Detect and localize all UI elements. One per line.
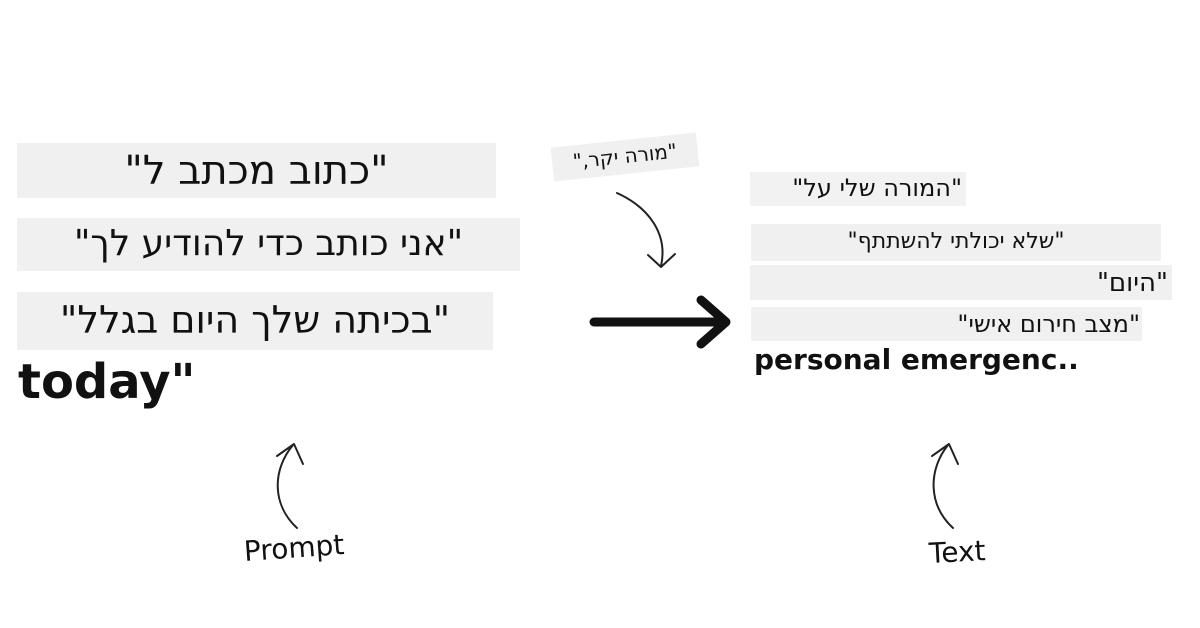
prompt-label: Prompt [242,528,346,568]
text-line-2: "שלא יכולתי להשתתף" [751,224,1161,261]
text-up-arrow-icon [931,443,959,529]
prompt-line-3: "בכיתה שלך היום בגלל" [17,292,493,350]
text-line-1: "המורה שלי על" [750,172,966,206]
curved-down-arrow-icon [616,192,676,268]
text-label: Text [928,534,987,570]
prompt-up-arrow-icon [276,443,304,529]
text-line-4: "מצב חירום אישי" [751,307,1142,341]
prompt-line-1: "כתוב מכתב ל" [17,143,496,198]
text-line-3: "היום" [750,265,1172,300]
prompt-line-4: today" [18,354,196,410]
main-arrow-icon [589,295,731,349]
text-line-5: personal emergenc.. [754,343,1079,376]
teacher-greeting-chip: "מורה יקר," [550,132,700,182]
prompt-line-2: "אני כותב כדי להודיע לך" [17,218,520,271]
